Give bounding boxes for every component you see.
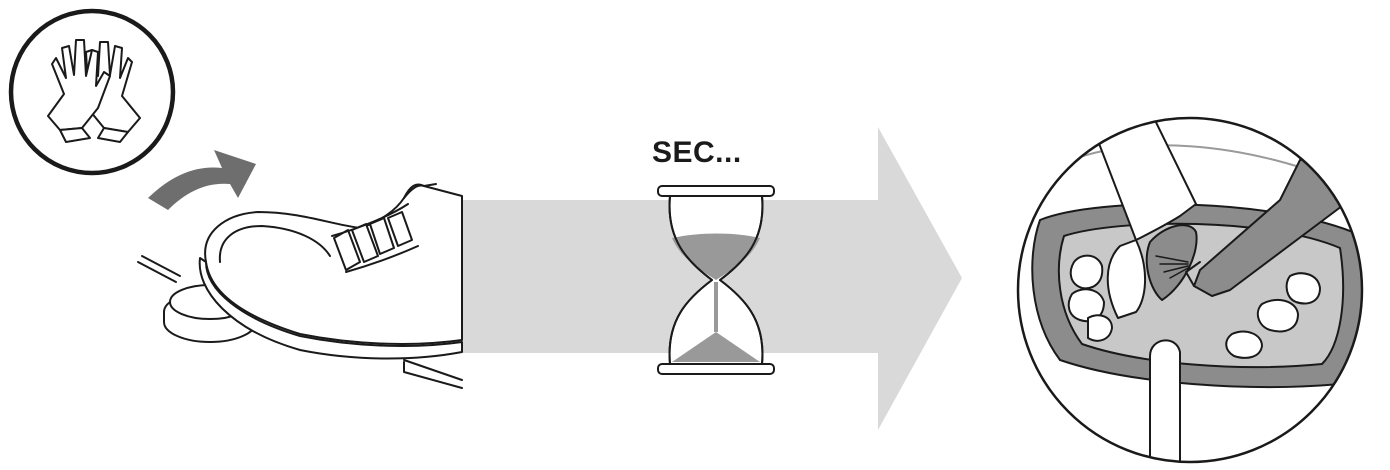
mouth-treatment-icon (1016, 116, 1364, 464)
gloves-icon (8, 8, 176, 176)
timer-label: SEC... (652, 136, 742, 169)
foot-pedal-icon (137, 183, 463, 389)
hourglass-icon (657, 185, 775, 375)
press-arrow-icon (148, 150, 256, 210)
